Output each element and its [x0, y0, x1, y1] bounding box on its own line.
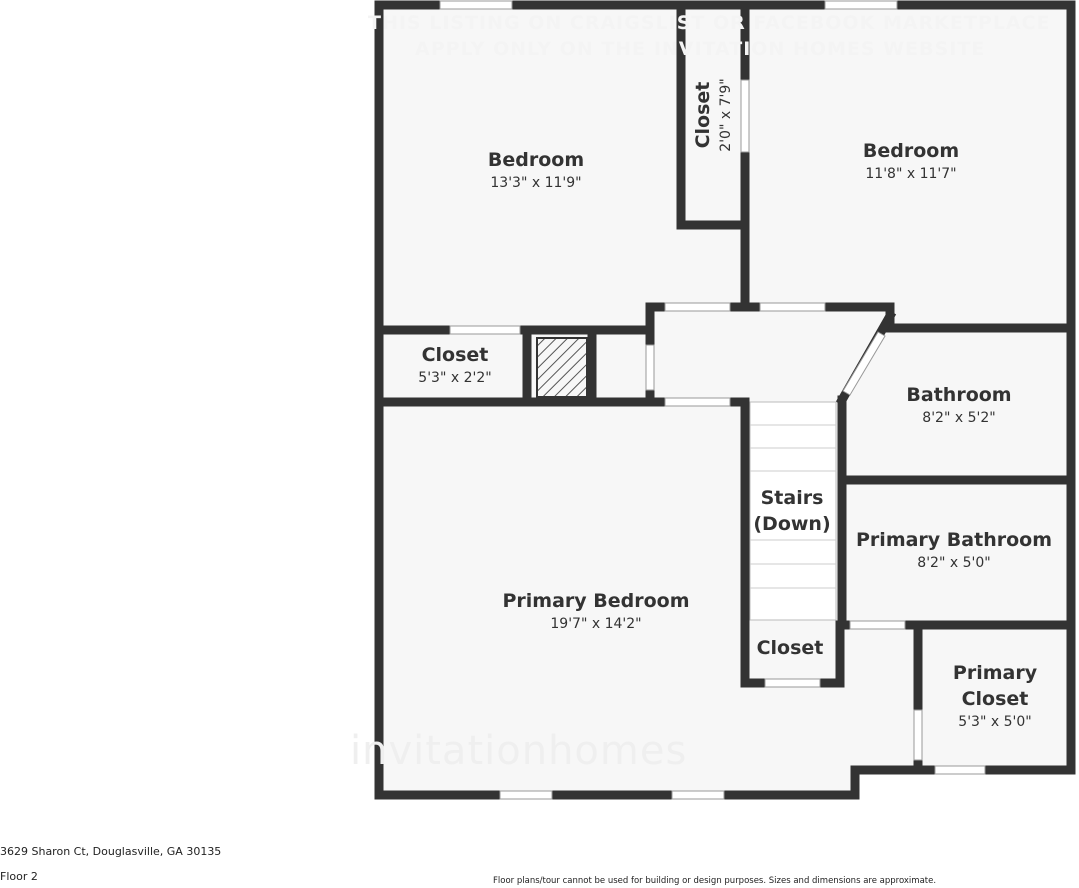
chimney-hatch: [536, 337, 588, 398]
watermark-line-1: THIS LISTING ON CRAIGSLIST OR FACEBOOK M…: [368, 12, 1051, 34]
room-closet-small: Closet 5'3" x 2'2": [418, 344, 492, 386]
room-closet-top: Closet 2'0" x 7'9": [692, 78, 734, 152]
room-primary-bedroom: Primary Bedroom 19'7" x 14'2": [502, 590, 690, 632]
disclaimer: Floor plans/tour cannot be used for buil…: [493, 876, 937, 886]
room-primary-closet: Primary Closet 5'3" x 5'0": [952, 662, 1038, 730]
room-closet-stairs: Closet: [756, 637, 824, 659]
watermark-logo: invitationhomes: [350, 728, 688, 774]
room-bathroom: Bathroom 8'2" x 5'2": [906, 384, 1012, 426]
address: 3629 Sharon Ct, Douglasville, GA 30135: [0, 845, 222, 858]
stairs: [749, 401, 837, 621]
room-bedroom-1: Bedroom 13'3" x 11'9": [487, 149, 585, 191]
room-bedroom-2: Bedroom 11'8" x 11'7": [862, 140, 960, 182]
room-stairs: Stairs (Down): [753, 487, 831, 535]
openings: [439, 0, 986, 800]
room-primary-bathroom: Primary Bathroom 8'2" x 5'0": [856, 529, 1052, 571]
watermark-line-2: APPLY ONLY ON THE INVITATION HOMES WEBSI…: [415, 38, 986, 60]
floor-label: Floor 2: [0, 870, 38, 883]
